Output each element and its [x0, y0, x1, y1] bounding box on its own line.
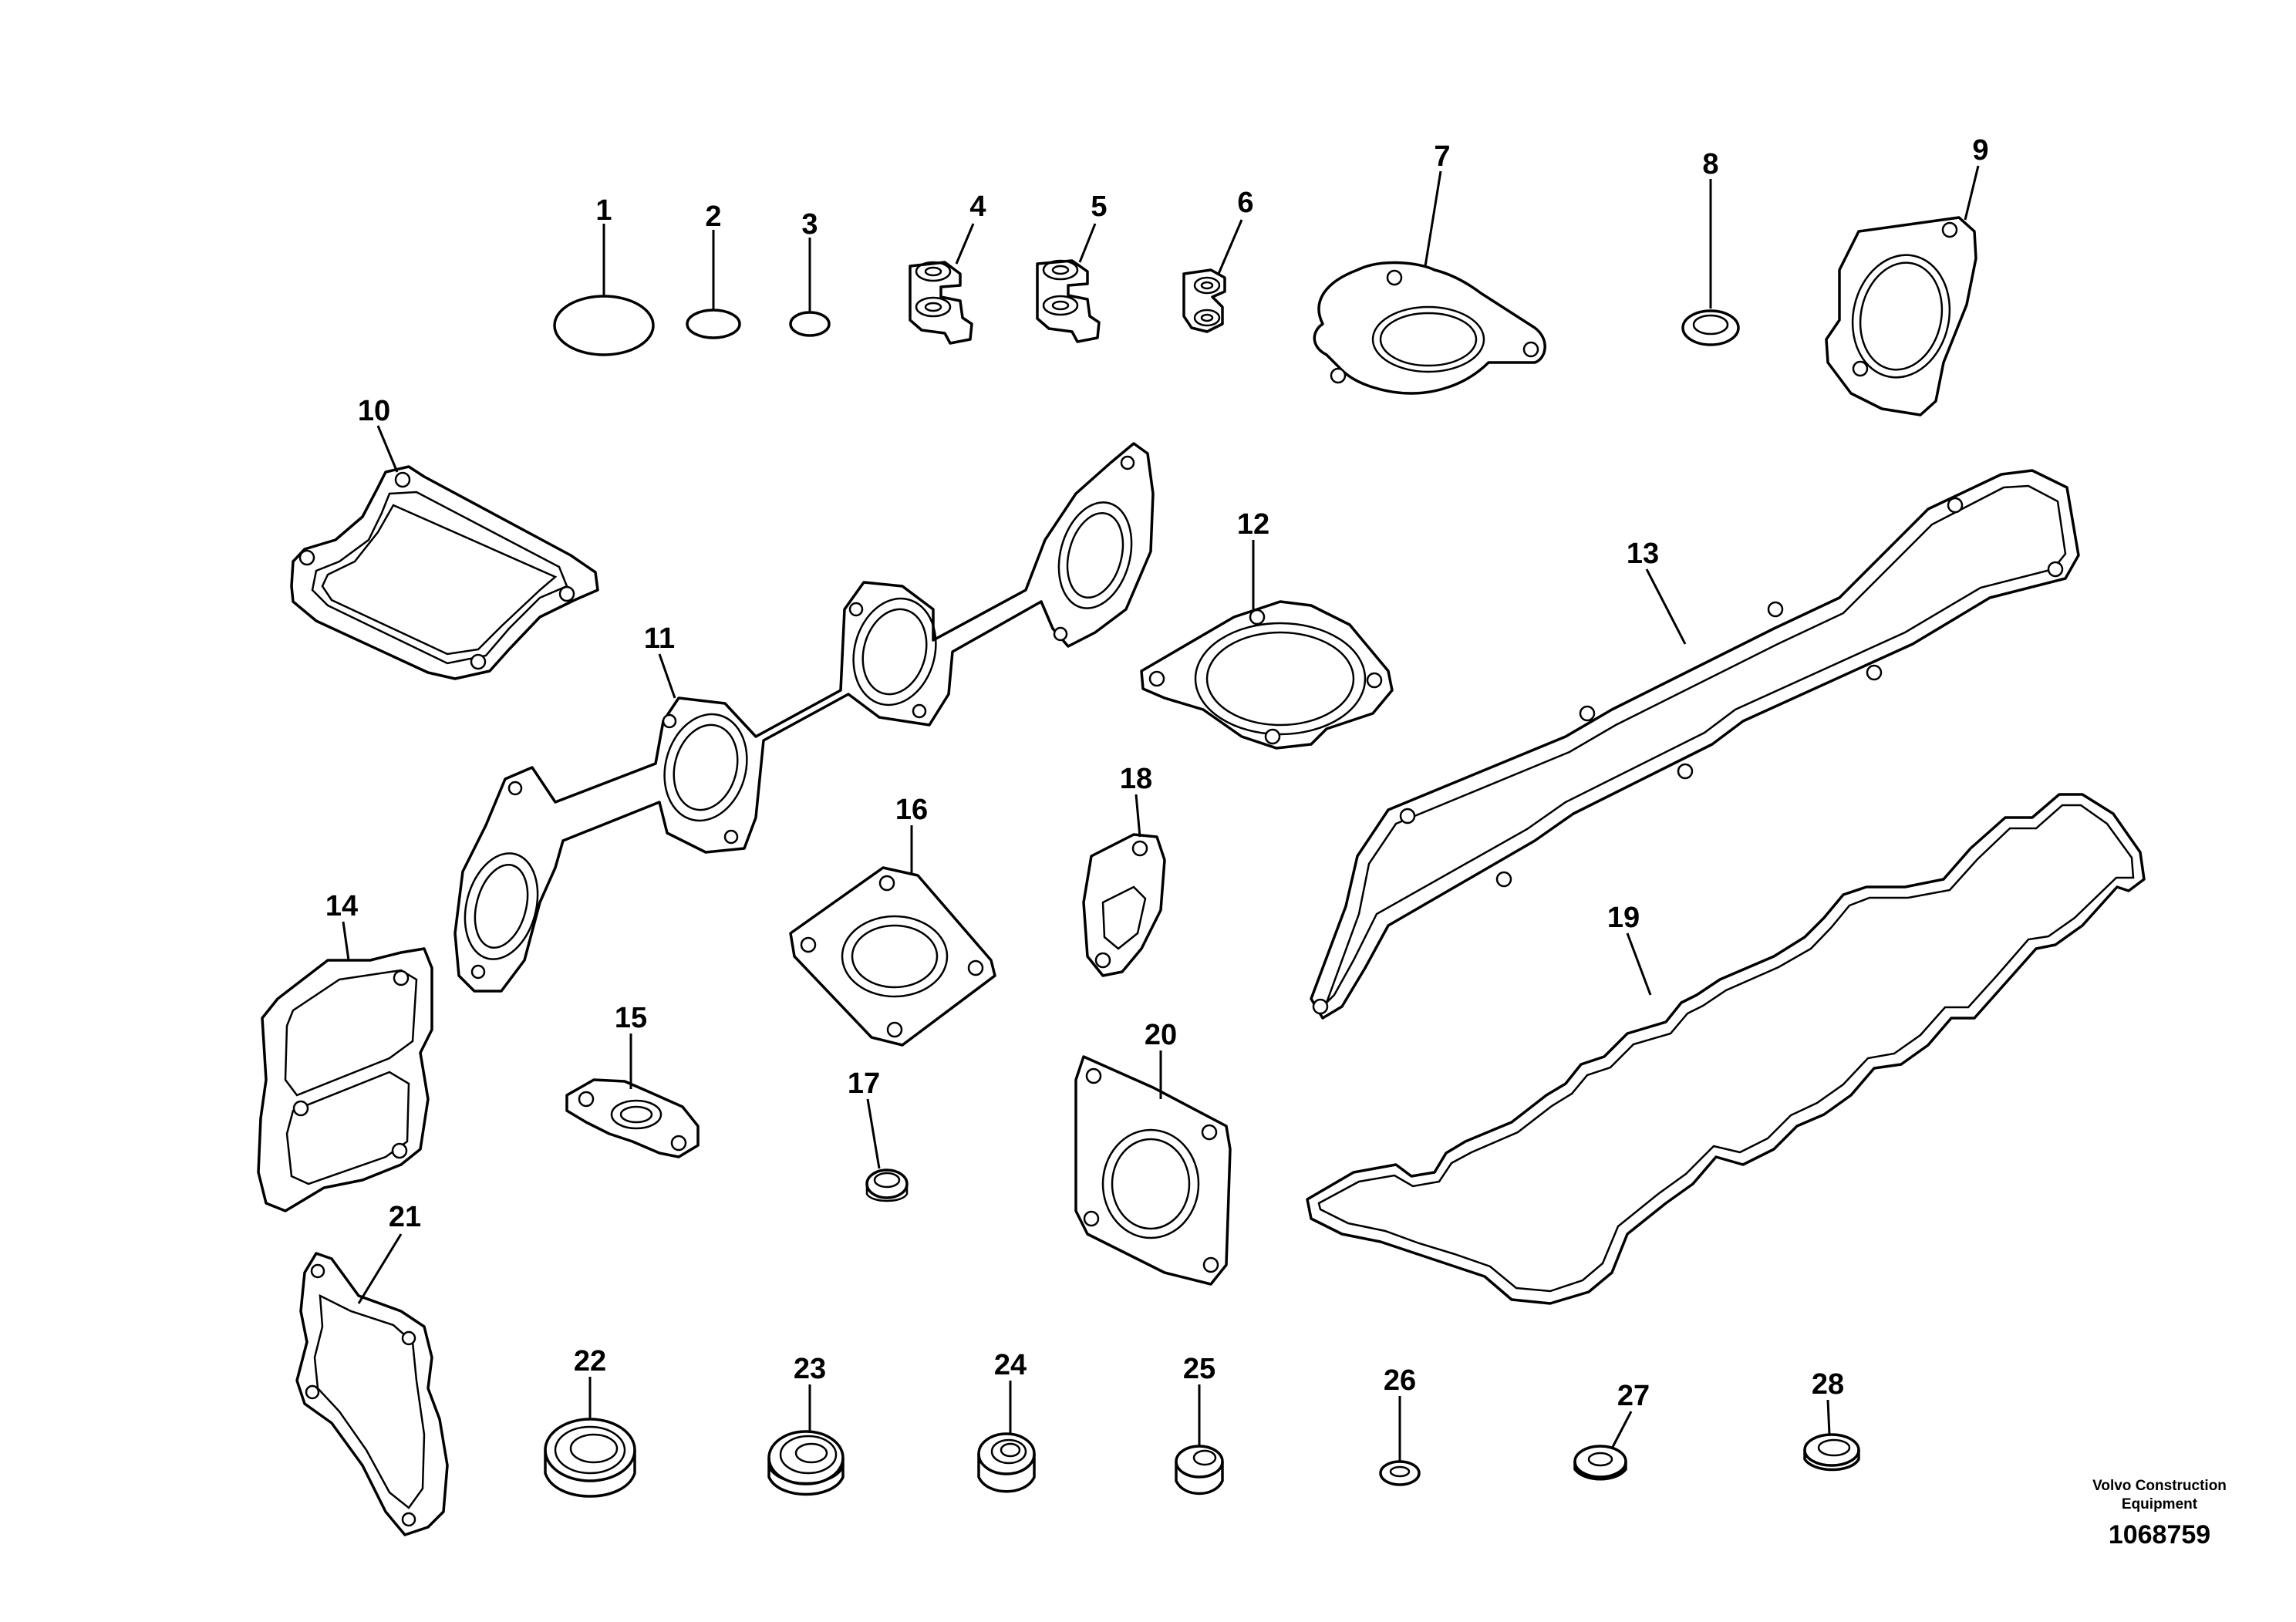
- part-8-sealing-washer: 8: [1681, 148, 1740, 346]
- footer-credit: Volvo Construction Equipment 1068759: [2036, 1477, 2283, 1550]
- callout-12: 12: [1237, 508, 1269, 541]
- part-27-washer: 27: [1573, 1380, 1650, 1481]
- callout-15: 15: [615, 1002, 647, 1034]
- callout-10: 10: [358, 395, 390, 427]
- part-10-cover-gasket: 10: [290, 395, 599, 680]
- part-15-small-gasket: 15: [565, 1002, 700, 1158]
- callout-1: 1: [595, 194, 612, 227]
- callout-27: 27: [1617, 1380, 1650, 1412]
- part-16-square-gasket: 16: [789, 794, 996, 1047]
- callout-6: 6: [1237, 187, 1253, 219]
- part-9-flange-gasket: 9: [1825, 134, 1989, 416]
- callout-13: 13: [1627, 538, 1659, 570]
- part-20-square-gasket: 20: [1074, 1019, 1232, 1286]
- callout-14: 14: [325, 890, 358, 922]
- callout-7: 7: [1434, 140, 1450, 173]
- part-5-double-seal: 5: [1036, 191, 1108, 343]
- callout-11: 11: [644, 622, 675, 655]
- callout-5: 5: [1091, 191, 1107, 223]
- callout-8: 8: [1702, 148, 1718, 180]
- part-11-manifold-gasket: 11: [453, 442, 1155, 993]
- part-2-o-ring: 2: [686, 201, 741, 339]
- callout-2: 2: [705, 201, 721, 233]
- callout-17: 17: [848, 1067, 880, 1100]
- part-22-shaft-seal: 22: [544, 1345, 636, 1498]
- callout-22: 22: [574, 1345, 606, 1378]
- part-12-flange-gasket: 12: [1140, 508, 1394, 750]
- part-26-small-washer: 26: [1379, 1364, 1421, 1486]
- part-18-vertical-gasket: 18: [1082, 763, 1166, 977]
- callout-24: 24: [994, 1349, 1027, 1381]
- part-19-wavy-seal: 19: [1306, 793, 2146, 1305]
- image-number: 1068759: [2108, 1520, 2211, 1549]
- part-25-small-bushing: 25: [1175, 1353, 1224, 1496]
- brand-line-2: Equipment: [2121, 1496, 2198, 1512]
- callout-26: 26: [1384, 1364, 1416, 1397]
- part-24-bushing-seal: 24: [977, 1349, 1036, 1493]
- callout-25: 25: [1183, 1353, 1215, 1385]
- callout-18: 18: [1120, 763, 1152, 795]
- part-7-flange-gasket: 7: [1313, 140, 1546, 395]
- part-4-double-seal: 4: [909, 191, 986, 345]
- callout-9: 9: [1972, 134, 1988, 167]
- part-14-window-gasket: 14: [257, 890, 433, 1212]
- callout-20: 20: [1145, 1019, 1177, 1051]
- part-13-rocker-cover-gasket: 13: [1310, 469, 2080, 1020]
- part-6-double-seal: 6: [1182, 187, 1254, 333]
- part-17-seal-ring: 17: [848, 1067, 909, 1202]
- callout-19: 19: [1607, 902, 1640, 934]
- callout-4: 4: [969, 191, 986, 223]
- callout-28: 28: [1812, 1368, 1844, 1401]
- callout-3: 3: [801, 208, 818, 241]
- callout-16: 16: [895, 794, 928, 826]
- part-21-tall-gasket: 21: [295, 1201, 449, 1536]
- part-28-sealing-washer: 28: [1803, 1368, 1860, 1472]
- part-23-shaft-seal: 23: [767, 1353, 845, 1496]
- part-3-o-ring: 3: [789, 208, 831, 337]
- callout-21: 21: [389, 1201, 421, 1233]
- brand-line-1: Volvo Construction: [2092, 1478, 2227, 1494]
- part-1-o-ring: 1: [553, 194, 655, 356]
- callout-23: 23: [794, 1353, 826, 1385]
